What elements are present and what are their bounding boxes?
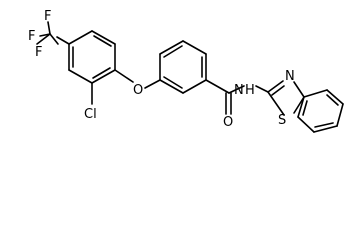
fluorine-label-bottom: F bbox=[35, 45, 42, 60]
thiazole-ring bbox=[267, 80, 305, 116]
ether-oxygen-label: O bbox=[133, 83, 143, 98]
structure-canvas: F F F Cl O O N H N S bbox=[28, 9, 344, 133]
benzo-ring bbox=[297, 89, 344, 133]
chlorine-label: Cl bbox=[84, 107, 97, 122]
molecule-structure: F F F Cl O O N H N S bbox=[28, 9, 344, 133]
carbonyl-oxygen-label: O bbox=[223, 115, 233, 130]
amide-hydrogen-label: H bbox=[245, 83, 255, 98]
amide-nitrogen-label: N bbox=[234, 83, 244, 98]
chlorophenyl-ring bbox=[56, 30, 116, 84]
amide-bonds bbox=[205, 79, 269, 115]
thiazole-sulfur-label: S bbox=[278, 113, 286, 128]
fluorine-label-top: F bbox=[44, 9, 51, 24]
benzamide-ring bbox=[159, 40, 207, 94]
trifluoromethyl-bonds bbox=[36, 21, 59, 45]
fluorine-label-middle: F bbox=[28, 29, 35, 44]
thiazole-nitrogen-label: N bbox=[285, 69, 295, 84]
ether-bonds bbox=[114, 69, 161, 89]
